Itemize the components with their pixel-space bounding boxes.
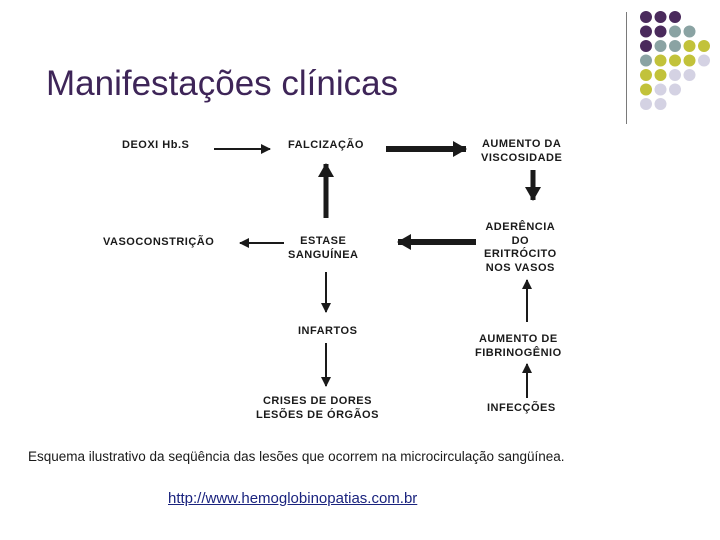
node-infeccoes-text: INFECÇÕES <box>487 402 556 414</box>
decorative-dot <box>654 98 667 110</box>
decorative-dot <box>683 54 696 67</box>
decorative-dot <box>640 11 652 23</box>
node-vasoconstricao: VASOCONSTRIÇÃO <box>103 236 214 250</box>
decorative-dot <box>683 25 696 38</box>
node-estase-line1: ESTASE <box>300 235 347 247</box>
decorative-dot <box>640 54 652 67</box>
node-falcizacao-text: FALCIZAÇÃO <box>288 139 364 151</box>
decorative-dot <box>640 40 652 52</box>
decorative-dot-grid <box>640 11 710 110</box>
decorative-dot <box>669 83 681 96</box>
decorative-dot <box>640 83 652 96</box>
node-fibrinogenio-line1: AUMENTO DE <box>478 333 558 345</box>
decorative-dot <box>669 11 681 23</box>
decorative-dot <box>669 69 681 81</box>
decorative-dot <box>654 83 667 96</box>
decorative-dot <box>683 69 696 81</box>
node-aumento-viscosidade: AUMENTO DA VISCOSIDADE <box>481 138 562 165</box>
node-aumento-viscosidade-line2: VISCOSIDADE <box>481 151 563 164</box>
node-crises-line2: LESÕES DE ÓRGÃOS <box>256 408 379 421</box>
node-aderencia-line4: NOS VASOS <box>485 261 555 274</box>
decorative-dot <box>654 11 667 23</box>
decorative-dot <box>640 98 652 110</box>
node-aderencia-line1: ADERÊNCIA <box>485 221 556 233</box>
decorative-dot <box>654 25 667 38</box>
node-crises-lesoes: CRISES DE DORES LESÕES DE ÓRGÃOS <box>256 395 379 422</box>
node-deoxi-hbs: DEOXI Hb.S <box>122 139 189 153</box>
decorative-dot <box>654 54 667 67</box>
node-aderencia-line3: ERITRÓCITO <box>484 248 557 260</box>
node-crises-line1: CRISES DE DORES <box>262 395 372 407</box>
decorative-dot <box>698 54 710 67</box>
node-falcizacao: FALCIZAÇÃO <box>288 139 364 153</box>
divider-line <box>626 12 627 124</box>
node-aderencia-line2: DO <box>511 234 530 247</box>
node-aumento-fibrinogenio: AUMENTO DE FIBRINOGÊNIO <box>475 333 562 360</box>
node-estase-line2: SANGUÍNEA <box>288 248 359 261</box>
decorative-dot <box>640 69 652 81</box>
page-title: Manifestações clínicas <box>46 64 399 103</box>
node-vasoconstricao-text: VASOCONSTRIÇÃO <box>103 236 215 248</box>
decorative-dot <box>698 40 710 52</box>
node-deoxi-hbs-text: DEOXI Hb.S <box>122 139 190 151</box>
source-link[interactable]: http://www.hemoglobinopatias.com.br <box>168 490 418 507</box>
decorative-dot <box>683 40 696 52</box>
flow-arrows <box>214 141 541 398</box>
decorative-dot <box>669 40 681 52</box>
figure-caption: Esquema ilustrativo da seqüência das les… <box>28 449 565 464</box>
node-infartos-text: INFARTOS <box>298 325 358 337</box>
node-infeccoes: INFECÇÕES <box>487 402 556 416</box>
node-aderencia: ADERÊNCIA DO ERITRÓCITO NOS VASOS <box>484 221 557 275</box>
decorative-dot <box>669 54 681 67</box>
decorative-dot <box>654 69 667 81</box>
decorative-dot <box>640 25 652 38</box>
decorative-dot <box>654 40 667 52</box>
decorative-dot <box>669 25 681 38</box>
node-aumento-viscosidade-line1: AUMENTO DA <box>481 138 562 150</box>
node-estase-sanguinea: ESTASE SANGUÍNEA <box>288 235 359 262</box>
node-fibrinogenio-line2: FIBRINOGÊNIO <box>475 346 562 359</box>
node-infartos: INFARTOS <box>298 325 357 339</box>
